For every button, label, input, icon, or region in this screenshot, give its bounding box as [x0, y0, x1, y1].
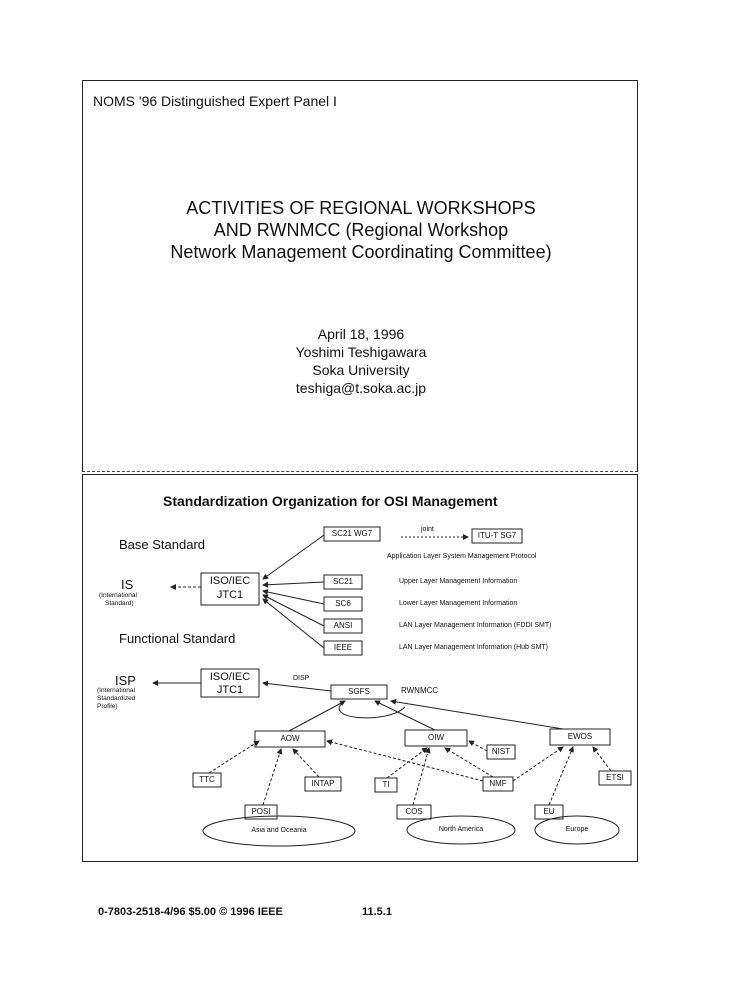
- isp-label: ISP: [115, 673, 136, 688]
- note-hub: LAN Layer Management Information (Hub SM…: [399, 644, 549, 651]
- nist-label: NIST: [491, 747, 511, 756]
- ttc-box: [192, 772, 222, 788]
- is-label: IS: [121, 577, 134, 592]
- org-diagram: [152, 526, 632, 847]
- arrow-sc21wg7: [262, 534, 325, 580]
- isp-sub-2: Standardized: [97, 695, 136, 702]
- panel-label: NOMS '96 Distinguished Expert Panel I: [93, 93, 337, 109]
- sc21-label: SC21: [332, 577, 353, 586]
- itut-box: [471, 528, 523, 544]
- ti-label: TI: [382, 780, 390, 789]
- etsi-label: ETSI: [606, 773, 624, 782]
- arrow-sc6: [262, 589, 325, 605]
- jtc1-lower-line-1: ISO/IEC: [209, 671, 251, 683]
- arrow-ieee: [262, 598, 325, 649]
- is-sub-1: (International: [99, 592, 137, 599]
- intap-box: [304, 776, 342, 792]
- cos-box: [396, 804, 432, 820]
- rwnmcc-loop: [338, 700, 406, 719]
- footer-page-number: 11.5.1: [362, 906, 392, 918]
- ttc-to-aow: [208, 740, 260, 774]
- region-eu-label: Europe: [565, 826, 589, 833]
- nmf-to-aow: [326, 739, 484, 782]
- intap-label: INTAP: [311, 779, 335, 788]
- disp-arrow: [262, 680, 332, 692]
- region-ellipse-asia: [202, 815, 356, 847]
- jtc1-upper-line-1: ISO/IEC: [209, 575, 251, 587]
- sgfs-box: [330, 684, 388, 700]
- author-name: Yoshimi Teshigawara: [295, 344, 427, 360]
- is-sub-2: Standard): [105, 600, 134, 607]
- title-line-3: Network Management Coordinating Committe…: [170, 242, 552, 262]
- isp-sub-3: Profile): [97, 703, 118, 710]
- ewos-box: [549, 728, 611, 746]
- nist-box: [486, 744, 516, 760]
- aow-label: AOW: [280, 734, 300, 743]
- region-ellipse-na: [406, 815, 516, 845]
- posi-label: POSI: [251, 807, 271, 816]
- ewos-label: EWOS: [567, 732, 593, 741]
- oiw-to-sgfs: [374, 700, 436, 731]
- note-lower: Lower Layer Management Information: [399, 600, 518, 607]
- sc21wg7-label: SC21 WG7: [331, 529, 373, 538]
- base-standard-label: Base Standard: [119, 537, 206, 552]
- title-line-2: AND RWNMCC (Regional Workshop: [213, 220, 509, 240]
- disp-label: DISP: [293, 675, 310, 682]
- itut-label: ITU-T SG7: [477, 531, 517, 540]
- jtc1-lower-line-2: JTC1: [216, 684, 244, 696]
- note-fddi: LAN Layer Management Information (FDDI S…: [399, 622, 552, 629]
- ti-to-oiw: [386, 747, 428, 779]
- ti-box: [374, 777, 398, 793]
- note-app-layer: Application Layer System Management Prot…: [387, 553, 537, 560]
- joint-label: joint: [421, 526, 434, 533]
- title-line-1: ACTIVITIES OF REGIONAL WORKSHOPS: [186, 198, 536, 218]
- oiw-label: OIW: [428, 733, 444, 742]
- region-ellipse-eu: [534, 815, 620, 845]
- arrow-sc21: [262, 581, 325, 588]
- isp-sub-1: (International: [97, 687, 135, 694]
- etsi-to-ewos: [592, 746, 612, 772]
- jtc1-upper-line-2: JTC1: [216, 589, 244, 601]
- nist-to-oiw: [468, 740, 488, 752]
- sgfs-label: SGFS: [348, 687, 370, 696]
- arrow-ansi: [262, 594, 325, 627]
- ttc-label: TTC: [199, 775, 215, 784]
- title-slide: NOMS '96 Distinguished Expert Panel I AC…: [82, 80, 638, 472]
- etsi-box: [598, 770, 632, 786]
- nmf-box: [482, 776, 514, 792]
- cos-label: COS: [405, 807, 423, 816]
- nmf-to-ewos: [512, 746, 564, 782]
- jtc1-lower-box: [200, 668, 260, 698]
- nmf-label: NMF: [489, 779, 507, 788]
- intap-to-aow: [292, 748, 320, 778]
- footer-copyright: 0-7803-2518-4/96 $5.00 © 1996 IEEE: [98, 906, 283, 918]
- jtc1-upper-box: [200, 572, 260, 606]
- region-na-label: North America: [438, 826, 484, 833]
- aow-to-sgfs: [288, 700, 346, 732]
- eu-label: EU: [543, 807, 555, 816]
- ewos-to-sgfs: [390, 698, 564, 730]
- ieee-label: IEEE: [333, 643, 353, 652]
- ansi-label: ANSI: [333, 621, 353, 630]
- eu-to-ewos: [548, 746, 574, 806]
- author-email: teshiga@t.soka.ac.jp: [295, 380, 427, 396]
- sc21wg7-box: [323, 526, 381, 542]
- author-affiliation: Soka University: [312, 362, 410, 378]
- presentation-date: April 18, 1996: [317, 326, 405, 342]
- region-asia-label: Asia and Oceania: [251, 827, 307, 834]
- nmf-to-oiw: [444, 747, 494, 778]
- oiw-box: [404, 729, 468, 747]
- posi-box: [244, 804, 278, 820]
- note-upper: Upper Layer Management Information: [399, 578, 518, 585]
- posi-to-aow: [262, 748, 283, 806]
- sc6-label: SC6: [335, 599, 351, 608]
- rwnmcc-label: RWNMCC: [401, 686, 439, 695]
- diagram-heading: Standardization Organization for OSI Man…: [163, 493, 498, 509]
- diagram-slide: Standardization Organization for OSI Man…: [82, 474, 638, 862]
- functional-standard-label: Functional Standard: [119, 631, 236, 646]
